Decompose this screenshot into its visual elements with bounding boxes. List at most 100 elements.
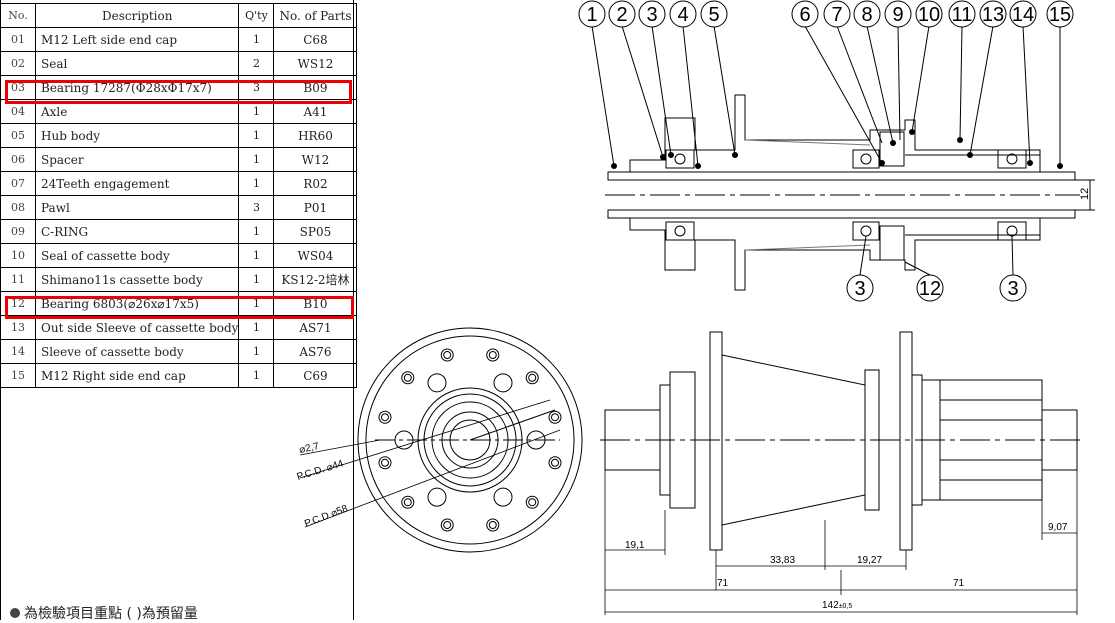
- header-description: Description: [34, 3, 240, 28]
- balloon-9: 9: [884, 0, 912, 28]
- spoke-hole: [551, 458, 560, 467]
- spoke-hole: [528, 498, 537, 507]
- spoke-hole: [488, 350, 497, 359]
- lightening-hole: [493, 373, 513, 393]
- table-header-row: No. Description Q'ty No. of Parts: [0, 3, 358, 28]
- balloon-label: 12: [919, 278, 941, 300]
- dim-pcd-44: P.C.D. ⌀44: [296, 458, 346, 483]
- dim-axle-dia: 12: [1079, 188, 1091, 200]
- dim-142: 142±0,5: [822, 600, 852, 611]
- part-qty: 1: [238, 123, 275, 148]
- spoke-hole: [551, 413, 560, 422]
- balloon-3: 3: [638, 0, 666, 28]
- part-description: M12 Right side end cap: [34, 363, 240, 388]
- dim-19-27: 19,27: [857, 555, 882, 566]
- balloons-bottom: 3 12 3: [846, 274, 1027, 302]
- bullet-dot-icon: [10, 608, 20, 618]
- part-no-index: 01: [0, 27, 36, 52]
- spoke-hole: [378, 456, 392, 470]
- balloon-15: 15: [1046, 0, 1074, 28]
- spoke-hole: [403, 373, 412, 382]
- part-number: W12: [273, 147, 358, 172]
- balloon-label: 5: [708, 4, 719, 26]
- part-number: AS76: [273, 339, 358, 364]
- balloon-label: 1: [586, 4, 597, 26]
- balloon-label: 13: [982, 4, 1004, 26]
- balloon-label: 6: [799, 4, 810, 26]
- balloon-2: 2: [608, 0, 636, 28]
- spoke-hole: [528, 373, 537, 382]
- part-no-index: 10: [0, 243, 36, 268]
- balloon-bottom-3: 3: [999, 274, 1027, 302]
- balloon-8: 8: [853, 0, 881, 28]
- part-description: Hub body: [34, 123, 240, 148]
- balloon-11: 11: [948, 0, 976, 28]
- balloon-label: 8: [861, 4, 872, 26]
- header-part-no: No. of Parts: [273, 3, 358, 28]
- part-qty: 1: [238, 267, 275, 292]
- hub-flange-end-view: ⌀2,7 P.C.D. ⌀44 P.C.D ⌀58: [296, 327, 583, 553]
- spoke-hole: [380, 413, 389, 422]
- part-description: Shimano11s cassette body: [34, 267, 240, 292]
- balloon-label: 9: [892, 4, 903, 26]
- part-qty: 1: [238, 219, 275, 244]
- balloon-label: 2: [616, 4, 627, 26]
- lightening-hole: [493, 487, 513, 507]
- header-no: No.: [0, 3, 36, 28]
- part-number: B10: [273, 291, 358, 316]
- dim-pcd-58: P.C.D ⌀58: [303, 503, 350, 530]
- balloon-label: 3: [854, 278, 865, 300]
- part-description: Out side Sleeve of cassette body: [34, 315, 240, 340]
- dim-33-83: 33,83: [770, 555, 795, 566]
- part-number: C69: [273, 363, 358, 388]
- part-description: Sleeve of cassette body: [34, 339, 240, 364]
- spoke-hole: [525, 371, 539, 385]
- highlight-box-bearing-03: [5, 80, 352, 104]
- spoke-hole: [443, 350, 452, 359]
- spoke-hole: [380, 458, 389, 467]
- part-no-index: 14: [0, 339, 36, 364]
- spoke-hole: [488, 521, 497, 530]
- part-description: C-RING: [34, 219, 240, 244]
- spoke-hole: [486, 518, 500, 532]
- spoke-hole: [525, 495, 539, 509]
- balloon-leaders: [591, 25, 1061, 276]
- balloon-label: 3: [646, 4, 657, 26]
- part-qty: 1: [238, 363, 275, 388]
- spoke-hole: [440, 348, 454, 362]
- part-number: C68: [273, 27, 358, 52]
- part-description: M12 Left side end cap: [34, 27, 240, 52]
- part-number: P01: [273, 195, 358, 220]
- hub-side-view: [600, 331, 1080, 551]
- balloon-13: 13: [979, 0, 1007, 28]
- lightening-hole: [427, 487, 447, 507]
- spoke-hole: [403, 498, 412, 507]
- part-qty: 1: [238, 291, 275, 316]
- balloon-10: 10: [915, 0, 943, 28]
- spoke-hole: [548, 456, 562, 470]
- highlight-box-bearing-12: [5, 296, 354, 319]
- spoke-hole: [440, 518, 454, 532]
- lightening-hole: [427, 373, 447, 393]
- balloon-bottom-3: 3: [846, 274, 874, 302]
- dimensions: 19,1 33,83 19,27 9,07 71 71 142±0,5: [604, 470, 1078, 615]
- spoke-hole: [378, 410, 392, 424]
- dim-hole-dia: ⌀2,7: [298, 441, 320, 456]
- footer-text: 為檢驗項目重點 ( )為預留量: [24, 606, 198, 622]
- balloon-7: 7: [823, 0, 851, 28]
- balloon-label: 11: [952, 4, 973, 26]
- balloon-label: 4: [677, 4, 688, 26]
- balloon-label: 15: [1049, 4, 1071, 26]
- dim-71-right: 71: [953, 578, 965, 589]
